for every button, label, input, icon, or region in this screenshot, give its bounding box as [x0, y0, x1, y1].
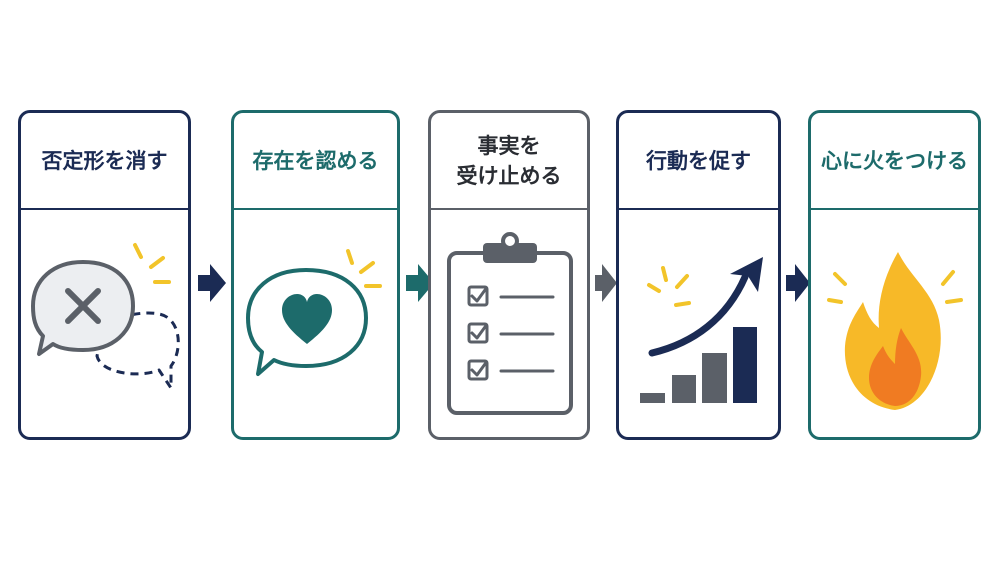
step-card-header: 否定形を消す — [21, 113, 188, 210]
step-title: 心に火をつける — [821, 148, 968, 173]
chart-bar — [640, 393, 665, 403]
step-card-encourage-action: 行動を促す — [616, 110, 781, 440]
step-title: 否定形を消す — [41, 148, 168, 173]
step-card-header: 事実を 受け止める — [431, 113, 587, 210]
step-title: 行動を促す — [646, 148, 751, 173]
sparkle-icon — [133, 243, 171, 284]
heart-speech-bubble-icon — [246, 249, 382, 376]
dashed-speech-bubble — [95, 311, 180, 390]
flame-icon — [827, 252, 963, 410]
step-card-header: 心に火をつける — [811, 113, 978, 210]
step-card-accept-facts: 事実を 受け止める — [428, 110, 590, 440]
right-arrow-icon — [595, 264, 617, 302]
right-arrow-icon — [406, 264, 434, 302]
right-arrow-icon — [198, 264, 226, 302]
step-card-ignite-heart: 心に火をつける — [808, 110, 981, 440]
step-illustration — [21, 210, 188, 437]
sparkle-icon — [346, 249, 382, 288]
step-card-acknowledge-existence: 存在を認める — [231, 110, 400, 440]
sparkle-icon — [647, 266, 691, 307]
checkbox-icon — [467, 285, 489, 307]
trend-arrowhead — [730, 257, 763, 292]
clipboard-hole — [501, 232, 519, 250]
cross-stroke-b — [65, 288, 101, 324]
sparkle-icon — [827, 270, 963, 304]
flame-inner — [869, 328, 922, 406]
chart-bar — [733, 327, 757, 403]
step-illustration — [811, 210, 978, 437]
heart-icon — [282, 294, 332, 344]
step-title-line-1: 事実を — [477, 133, 541, 158]
step-card-header: 行動を促す — [619, 113, 778, 210]
step-card-header: 存在を認める — [234, 113, 397, 210]
checklist-clipboard-icon — [447, 232, 573, 415]
step-title-line-2: 受け止める — [456, 163, 562, 188]
right-arrow-icon — [786, 264, 810, 302]
step-title: 存在を認める — [252, 148, 379, 173]
step-illustration — [234, 210, 397, 437]
clipboard-clip — [483, 243, 537, 263]
crossed-out-speech-bubble-icon — [31, 243, 180, 390]
trend-arrow — [648, 273, 749, 357]
rising-bar-chart-icon — [640, 257, 763, 403]
chart-bar — [672, 375, 696, 403]
checkbox-icon — [467, 359, 489, 381]
chart-bar — [702, 353, 727, 403]
step-illustration — [431, 210, 587, 437]
step-card-remove-negatives: 否定形を消す — [18, 110, 191, 440]
checkbox-icon — [467, 322, 489, 344]
step-illustration — [619, 210, 778, 437]
